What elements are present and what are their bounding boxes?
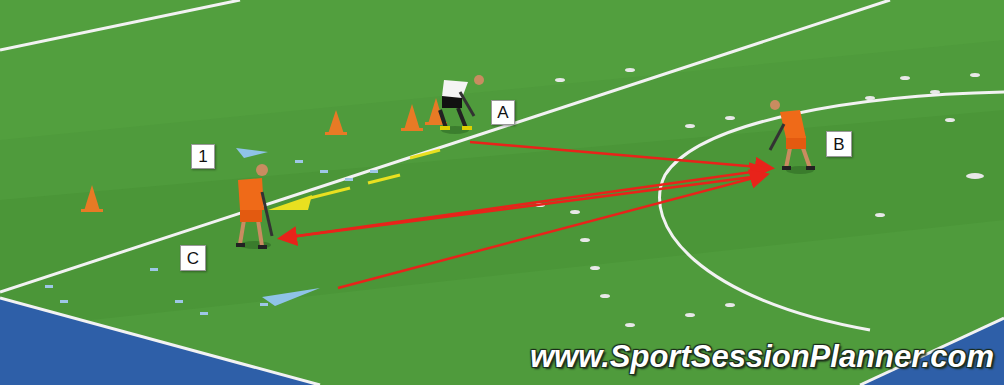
letter-tag: B <box>826 131 852 157</box>
player-letter: B <box>833 136 844 153</box>
watermark: www.SportSessionPlanner.com <box>530 339 994 375</box>
player-letter: 1 <box>198 148 207 165</box>
letter-tag: C <box>180 245 206 271</box>
letter-tag: 1 <box>191 144 215 169</box>
player-letter: A <box>497 104 508 121</box>
player-letter: C <box>187 250 199 267</box>
letter-tag: A <box>491 100 515 125</box>
